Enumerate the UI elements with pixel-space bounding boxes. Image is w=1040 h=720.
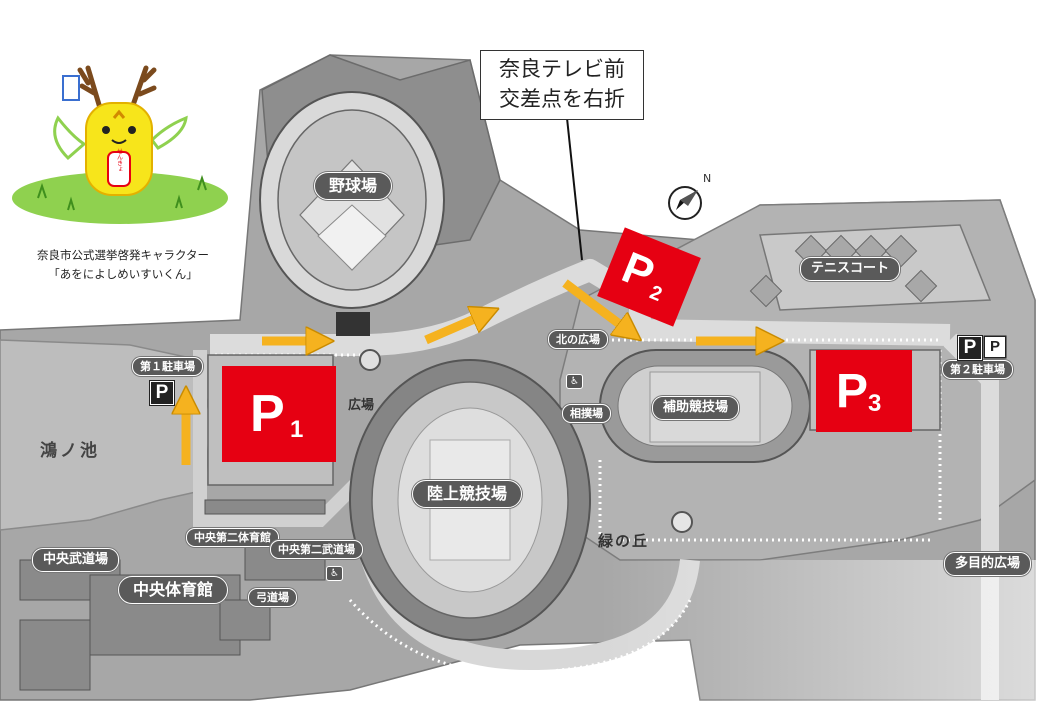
parking-sign-icon-lot1: P bbox=[150, 381, 174, 405]
parking-p3-number: 3 bbox=[868, 390, 882, 417]
label-athletics[interactable]: 陸上競技場 bbox=[412, 480, 523, 508]
parking-p3-letter: P bbox=[836, 365, 869, 418]
parking-p1-letter: P bbox=[250, 385, 285, 443]
road-west bbox=[193, 350, 365, 527]
callout-line-1: 奈良テレビ前 bbox=[499, 57, 625, 81]
label-budo2[interactable]: 中央第二武道場 bbox=[270, 540, 363, 559]
directions-callout: 奈良テレビ前 交差点を右折 bbox=[480, 50, 644, 120]
label-lake[interactable]: 鴻ノ池 bbox=[40, 441, 100, 461]
callout-leader bbox=[566, 117, 583, 261]
label-lot1[interactable]: 第１駐車場 bbox=[132, 357, 203, 376]
parking-p3-marker[interactable]: P 3 bbox=[816, 350, 912, 432]
parking-sign-icon-lot2: P bbox=[958, 336, 982, 360]
label-gym[interactable]: 中央体育館 bbox=[118, 576, 229, 604]
parking-p1-marker[interactable]: P 1 bbox=[222, 366, 336, 462]
accessible-toilet-icon: ♿ bbox=[566, 374, 583, 389]
green-hill-marker bbox=[671, 511, 693, 533]
label-gym2[interactable]: 中央第二体育館 bbox=[186, 528, 279, 547]
label-sumo[interactable]: 相撲場 bbox=[562, 404, 611, 423]
mascot-sash-text: せんきょ bbox=[116, 148, 123, 172]
parking-p1-number: 1 bbox=[290, 416, 304, 443]
label-baseball[interactable]: 野球場 bbox=[314, 172, 393, 200]
mascot-caption-line-2: 「あをによしめいすいくん」 bbox=[48, 267, 198, 281]
label-green-hill[interactable]: 緑の丘 bbox=[598, 532, 650, 550]
mascot-illustration: せんきょ bbox=[12, 65, 228, 224]
mascot-caption: 奈良市公式選挙啓発キャラクター 「あをによしめいすいくん」 bbox=[8, 246, 238, 284]
label-sub-track[interactable]: 補助競技場 bbox=[652, 396, 740, 420]
label-north-plaza[interactable]: 北の広場 bbox=[548, 330, 608, 349]
callout-line-2: 交差点を右折 bbox=[499, 87, 625, 111]
parking-sign-small-icon-lot2: P bbox=[985, 337, 1005, 357]
mascot-caption-line-1: 奈良市公式選挙啓発キャラクター bbox=[36, 248, 210, 262]
compass-north-label: N bbox=[703, 172, 712, 185]
accessible-toilet-icon-south: ♿ bbox=[326, 566, 343, 581]
route-arrows bbox=[186, 279, 770, 465]
label-lot2[interactable]: 第２駐車場 bbox=[942, 360, 1013, 379]
label-tennis[interactable]: テニスコート bbox=[800, 257, 901, 281]
compass-icon bbox=[668, 186, 702, 220]
label-plaza[interactable]: 広場 bbox=[348, 398, 375, 413]
mascot-panel: せんきょ 奈良市公式選挙啓発キャラクター 「あをによしめいすいくん」 bbox=[8, 48, 238, 310]
label-multi-plaza[interactable]: 多目的広場 bbox=[944, 552, 1032, 576]
label-budo[interactable]: 中央武道場 bbox=[32, 548, 120, 572]
parking-p2-number: 2 bbox=[646, 281, 666, 307]
label-kyudo[interactable]: 弓道場 bbox=[248, 588, 297, 607]
